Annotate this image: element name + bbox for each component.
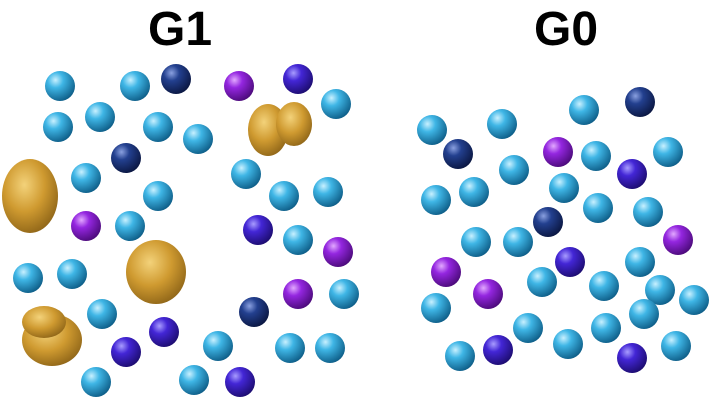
sphere (269, 181, 299, 211)
sphere (443, 139, 473, 169)
sphere (645, 275, 675, 305)
sphere (445, 341, 475, 371)
sphere (549, 173, 579, 203)
sphere (569, 95, 599, 125)
sphere-group-g1 (13, 64, 359, 397)
sphere (13, 263, 43, 293)
sphere (533, 207, 563, 237)
sphere (461, 227, 491, 257)
sphere (71, 211, 101, 241)
sphere (43, 112, 73, 142)
sphere (625, 87, 655, 117)
sphere (633, 197, 663, 227)
sphere (45, 71, 75, 101)
sphere (661, 331, 691, 361)
gold-blob (22, 306, 82, 366)
sphere (149, 317, 179, 347)
sphere (617, 159, 647, 189)
sphere (323, 237, 353, 267)
sphere (321, 89, 351, 119)
panel-title-g1: G1 (147, 3, 213, 56)
sphere (473, 279, 503, 309)
sphere (483, 335, 513, 365)
sphere (527, 267, 557, 297)
sphere (81, 367, 111, 397)
sphere (513, 313, 543, 343)
sphere (591, 313, 621, 343)
sphere (283, 279, 313, 309)
sphere (231, 159, 261, 189)
sphere (421, 293, 451, 323)
sphere (625, 247, 655, 277)
sphere (85, 102, 115, 132)
gold-blob-group (2, 102, 312, 366)
sphere (161, 64, 191, 94)
sphere (553, 329, 583, 359)
sphere (183, 124, 213, 154)
sphere (589, 271, 619, 301)
gold-blob (2, 159, 58, 233)
sphere (225, 367, 255, 397)
sphere (499, 155, 529, 185)
sphere (617, 343, 647, 373)
sphere (87, 299, 117, 329)
sphere (71, 163, 101, 193)
sphere (115, 211, 145, 241)
sphere (487, 109, 517, 139)
sphere (583, 193, 613, 223)
sphere (57, 259, 87, 289)
sphere (417, 115, 447, 145)
sphere (629, 299, 659, 329)
sphere (459, 177, 489, 207)
sphere (111, 143, 141, 173)
sphere (275, 333, 305, 363)
sphere (243, 215, 273, 245)
gold-blob (248, 102, 312, 156)
sphere (179, 365, 209, 395)
sphere (329, 279, 359, 309)
sphere (421, 185, 451, 215)
sphere (283, 225, 313, 255)
sphere (203, 331, 233, 361)
sphere (111, 337, 141, 367)
panel-title-g0: G0 (533, 3, 599, 56)
sphere (581, 141, 611, 171)
sphere (283, 64, 313, 94)
sphere (143, 181, 173, 211)
sphere (503, 227, 533, 257)
sphere (663, 225, 693, 255)
sphere (239, 297, 269, 327)
gold-blob (126, 240, 186, 304)
sphere (679, 285, 709, 315)
sphere (653, 137, 683, 167)
sphere (224, 71, 254, 101)
sphere (143, 112, 173, 142)
sphere (313, 177, 343, 207)
sphere (120, 71, 150, 101)
sphere (315, 333, 345, 363)
sphere-group-g0 (417, 87, 709, 373)
sphere (543, 137, 573, 167)
sphere (555, 247, 585, 277)
sphere (431, 257, 461, 287)
